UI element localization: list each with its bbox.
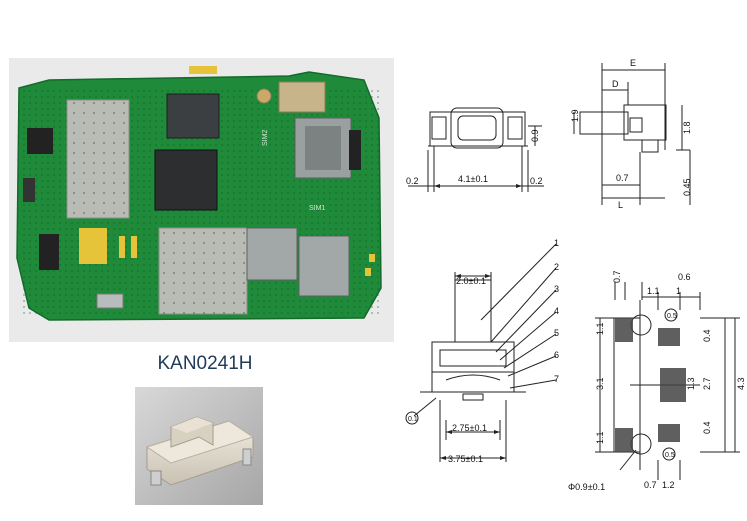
dim-side-l: L — [618, 200, 623, 210]
dim-fp-top-a: 0.7 — [612, 270, 622, 283]
dimension-drawings: 0.2 4.1±0.1 0.2 0.9 E D L 1.9 1.8 0.7 0.… — [405, 58, 746, 492]
callout-6: 6 — [554, 350, 559, 360]
dim-fp-bottom-hole: Φ0.9±0.1 — [568, 482, 605, 492]
callout-1: 1 — [554, 238, 559, 248]
camera-connector — [278, 81, 326, 113]
pad-top-right — [658, 328, 680, 346]
tact-switch-photo — [135, 387, 263, 505]
section-view — [405, 243, 557, 462]
dim-front-left-offset: 0.2 — [406, 176, 419, 186]
dim-fp-circ-top: 0.5 — [667, 313, 677, 320]
dim-fp-bottom-b: 1.2 — [662, 480, 675, 490]
dim-fp-top-d: 1 — [676, 286, 681, 296]
technical-drawings: 0.2 4.1±0.1 0.2 0.9 E D L 1.9 1.8 0.7 0.… — [400, 55, 747, 516]
callout-5: 5 — [554, 328, 559, 338]
front-view — [408, 107, 544, 192]
sim1-label: SIM1 — [309, 205, 325, 212]
dim-side-d: D — [612, 79, 619, 89]
side-view — [573, 63, 691, 205]
dim-side-e: E — [630, 58, 636, 68]
callout-4: 4 — [554, 306, 559, 316]
part-number-label: KAN0241H — [157, 353, 253, 374]
dim-side-right-h: 1.8 — [682, 121, 692, 134]
dim-fp-right-d: 0.4 — [702, 421, 712, 434]
dim-side-bottom-h: 0.45 — [682, 178, 692, 196]
callout-7: 7 — [554, 374, 559, 384]
dim-section-ref-left: 0.1 — [408, 416, 418, 423]
dim-section-top-width: 2.0±0.1 — [456, 276, 486, 286]
dim-side-bottom-gap: 0.7 — [616, 173, 629, 183]
dim-fp-right-c: 2.7 — [702, 377, 712, 390]
main-processor-chip — [154, 149, 218, 211]
circuit-board-illustration: SIM2 SIM1 — [9, 58, 394, 342]
dim-fp-right-total: 4.3 — [736, 377, 746, 390]
hatched-pads — [615, 318, 686, 452]
dim-fp-circ-bot: 0.5 — [665, 452, 675, 459]
callout-2: 2 — [554, 262, 559, 272]
tact-switch-illustration — [135, 387, 263, 505]
pad-bottom-left — [615, 428, 633, 452]
sd-socket — [246, 227, 298, 281]
dim-fp-left-top: 1.1 — [595, 322, 605, 335]
dim-section-inner-width: 2.75±0.1 — [452, 423, 487, 433]
pad-top-left — [615, 318, 633, 342]
dim-fp-left-bot: 1.1 — [595, 431, 605, 444]
dim-fp-top-b: 0.6 — [678, 272, 691, 282]
bga-chip — [166, 93, 220, 139]
dim-front-right-offset: 0.2 — [530, 176, 543, 186]
sim-socket-1 — [298, 235, 350, 297]
sim2-label: SIM2 — [262, 130, 269, 146]
dim-fp-bottom-a: 0.7 — [644, 480, 657, 490]
dim-fp-left-mid: 3.1 — [595, 377, 605, 390]
dim-fp-right-b: 1.3 — [686, 377, 696, 390]
dim-side-left-h: 1.9 — [570, 109, 580, 122]
circuit-board-photo: SIM2 SIM1 — [9, 58, 394, 342]
dim-front-width: 4.1±0.1 — [458, 174, 488, 184]
pad-bottom-right — [658, 424, 680, 442]
dim-fp-right-a: 0.4 — [702, 329, 712, 342]
gold-pad — [79, 228, 107, 264]
dim-section-outer-width: 3.75±0.1 — [448, 454, 483, 464]
dim-fp-top-c: 1.1 — [647, 286, 660, 296]
dim-front-height: 0.9 — [530, 129, 540, 142]
pad-mid-right — [660, 368, 686, 402]
callout-3: 3 — [554, 284, 559, 294]
